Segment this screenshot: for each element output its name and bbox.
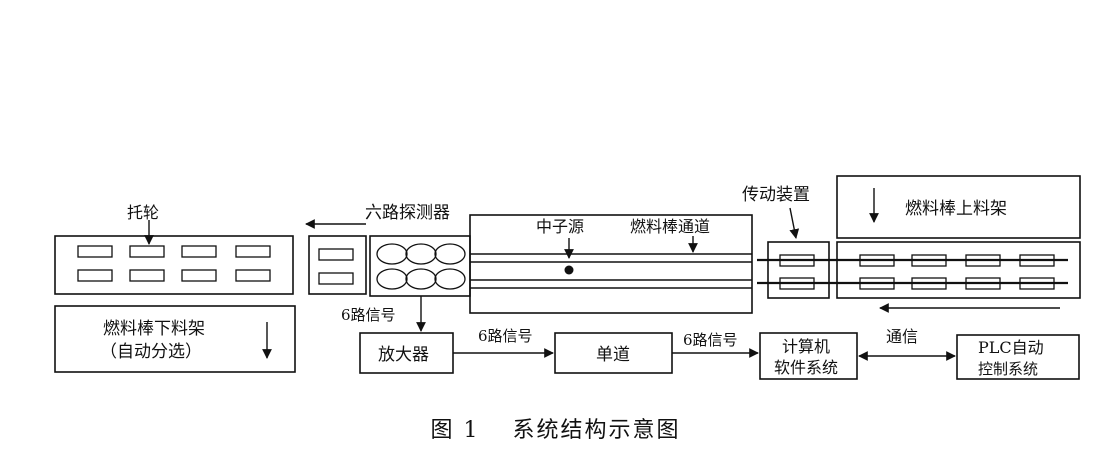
left-roller-rack (54, 235, 294, 295)
neutron-source-dot (564, 265, 574, 275)
buffer-rack (308, 235, 367, 295)
label-channel: 燃料棒通道 (630, 217, 710, 236)
label-unloading-rack: 燃料棒下料架 (103, 319, 205, 339)
plc-box (956, 334, 1080, 380)
fuel-rod-channel (469, 214, 753, 314)
label-plc: PLC自动 (978, 338, 1044, 357)
label-communication: 通信 (886, 327, 918, 346)
label-computer-sub: 软件系统 (774, 358, 838, 377)
label-drive: 传动装置 (742, 185, 810, 205)
roller-grid-left (77, 245, 271, 282)
label-single-channel: 单道 (596, 345, 630, 365)
computer-box (759, 332, 858, 380)
label-unloading-rack-sub: （自动分选） (100, 342, 202, 362)
label-signal-a: 6路信号 (341, 306, 396, 324)
label-detector: 六路探测器 (365, 203, 450, 223)
unloading-rack-box (54, 305, 296, 373)
label-loading-rack: 燃料棒上料架 (905, 199, 1007, 219)
label-neutron-source: 中子源 (536, 217, 584, 236)
drive-device (767, 241, 830, 299)
label-computer: 计算机 (782, 337, 830, 356)
label-signal-c: 6路信号 (683, 331, 738, 349)
label-tuolun: 托轮 (127, 203, 159, 222)
six-channel-detector (369, 235, 471, 297)
label-amplifier: 放大器 (378, 345, 429, 365)
figure-caption: 图 1 系统结构示意图 (430, 418, 681, 443)
right-roller-rack (836, 241, 1081, 299)
label-signal-b: 6路信号 (478, 327, 533, 345)
label-plc-sub: 控制系统 (978, 360, 1038, 378)
loading-rack-box (836, 175, 1081, 239)
